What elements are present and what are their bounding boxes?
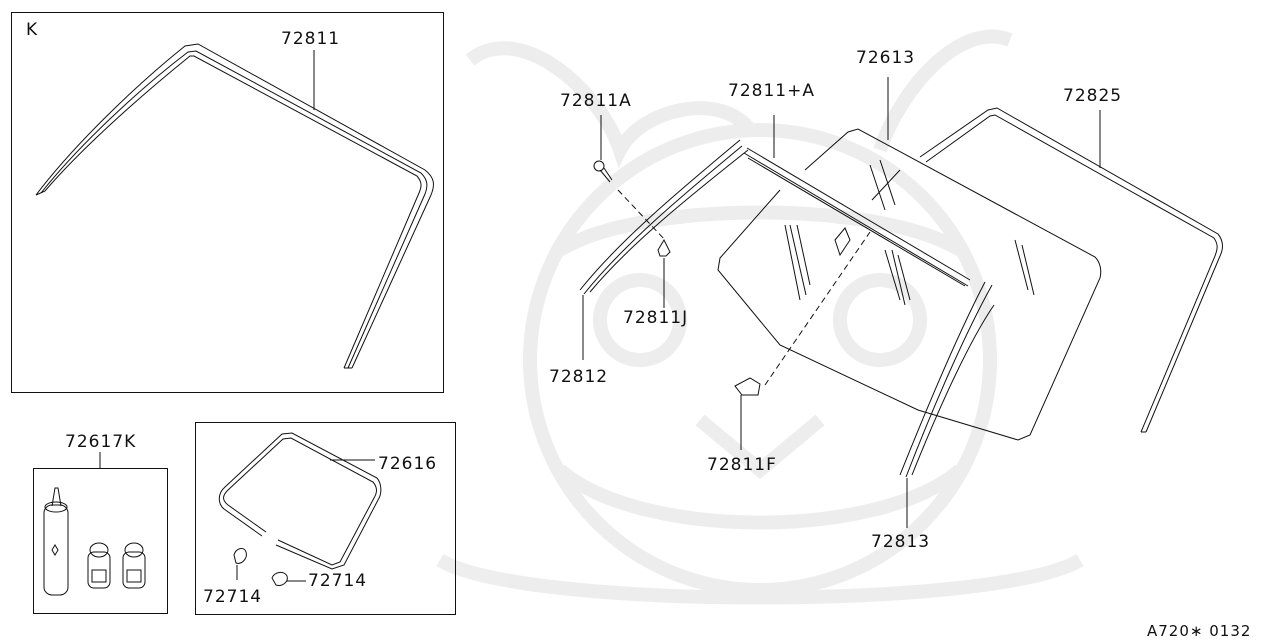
callout-72825[interactable]: 72825	[1063, 86, 1123, 106]
callout-72811f[interactable]: 72811F	[707, 455, 777, 475]
callout-72811[interactable]: 72811	[281, 29, 341, 49]
clip-72811a-drawing	[593, 115, 666, 241]
callout-72616[interactable]: 72616	[378, 454, 438, 474]
molding-72811-plus-a-drawing	[743, 115, 971, 287]
clip-72811j-drawing	[657, 238, 671, 308]
callout-72811a[interactable]: 72811A	[560, 91, 632, 111]
dam-72825-drawing	[919, 107, 1223, 433]
inset-k-frame	[11, 12, 444, 393]
callout-72811-plus-a[interactable]: 72811+A	[728, 81, 815, 101]
inset-tag-k: K	[26, 20, 39, 40]
dam-inset-frame	[195, 422, 456, 615]
urethane-cartridge-drawing	[43, 487, 69, 596]
callout-72812[interactable]: 72812	[549, 367, 609, 387]
spacer-72714-b-drawing	[271, 571, 306, 586]
diagram-code: A720∗ 0132	[1147, 622, 1252, 640]
molding-72811-drawing	[35, 43, 434, 369]
windshield-72613-drawing	[717, 77, 1102, 441]
primer-bottle-2-drawing	[122, 542, 146, 589]
kit-72617k-frame	[33, 468, 168, 614]
clip-72811f-drawing	[734, 377, 761, 450]
dam-72616-drawing	[218, 432, 382, 570]
callout-72811j[interactable]: 72811J	[623, 308, 689, 328]
spacer-72714-a-drawing	[233, 547, 247, 580]
callout-72813[interactable]: 72813	[871, 532, 931, 552]
callout-72613[interactable]: 72613	[856, 48, 916, 68]
molding-72812-drawing	[579, 139, 749, 360]
molding-72813-drawing	[899, 281, 995, 528]
watermark-emblem	[436, 29, 1084, 605]
callout-72714-b[interactable]: 72714	[308, 571, 368, 591]
callout-72617k[interactable]: 72617K	[65, 432, 137, 452]
primer-bottle-1-drawing	[87, 542, 111, 589]
callout-72714-a[interactable]: 72714	[203, 587, 263, 607]
